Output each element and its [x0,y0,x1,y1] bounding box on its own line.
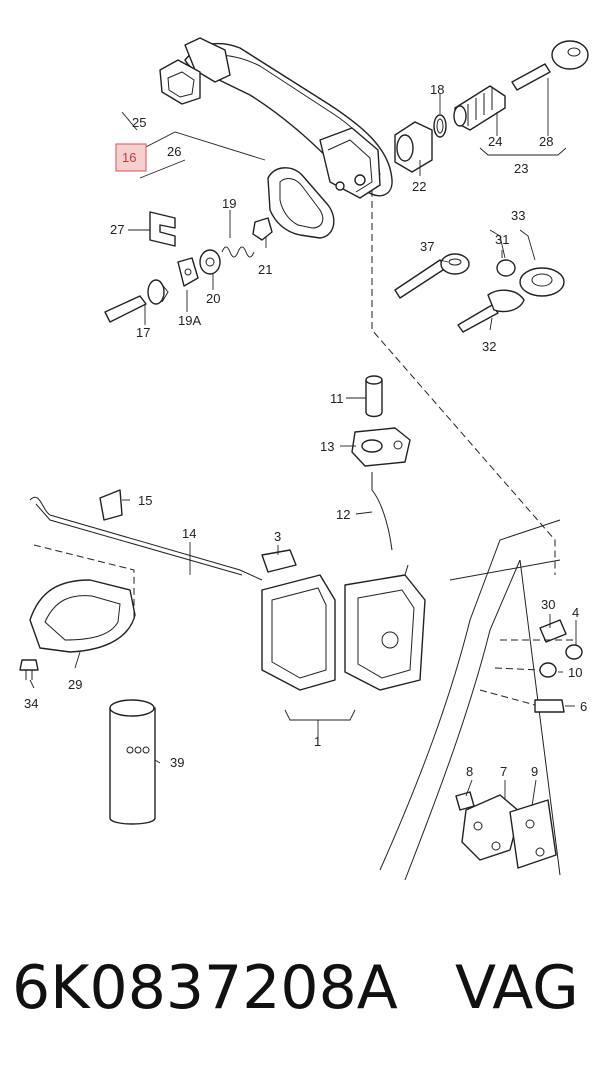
brand-label: VAG [455,953,579,1023]
callout-19a: 19A [178,313,201,328]
door-edge [379,519,561,881]
callout-3: 3 [274,529,281,544]
lock-cylinder-24 [453,85,506,131]
callout-10: 10 [568,665,582,680]
callout-28: 28 [539,134,553,149]
part-number: 6K0837208A [12,953,398,1023]
rod-12 [371,472,393,551]
callout-33: 33 [511,208,525,223]
lever-20 [199,249,221,275]
connector-3 [261,549,297,573]
handle-gasket [267,167,335,239]
seal-ring-18 [433,114,447,138]
lock-sleeve-22 [394,121,433,173]
callout-32: 32 [482,339,496,354]
callout-8: 8 [466,764,473,779]
shaft-17 [104,279,169,323]
callout-1: 1 [314,734,321,749]
disc-33 [519,267,565,297]
callout-13: 13 [320,439,334,454]
callout-21: 21 [258,262,272,277]
callout-6: 6 [580,699,587,714]
nut-4 [565,644,583,660]
callout-27: 27 [110,222,124,237]
retainer-19a [177,257,199,287]
callout-26: 26 [167,144,181,159]
callout-31: 31 [495,232,509,247]
cable-14 [29,496,263,581]
exploded-parts-diagram: 16 25 26 27 19 21 20 19A 17 18 24 28 23 … [19,37,589,881]
callout-34: 34 [24,696,38,711]
callout-29: 29 [68,677,82,692]
handle-cap [159,59,201,105]
callout-12: 12 [336,507,350,522]
callout-18: 18 [430,82,444,97]
cap-31 [496,259,516,277]
callout-16: 16 [122,150,136,165]
callout-14: 14 [182,526,196,541]
highlighted-callout-16-box [115,143,147,172]
key-32 [457,289,525,333]
striker-7 [461,794,521,861]
pin-11 [365,375,383,418]
clip-15 [99,489,123,521]
plate-9 [509,799,557,869]
clip-27 [149,211,176,247]
callout-17: 17 [136,325,150,340]
bolt-30 [539,619,567,643]
callout-24: 24 [488,134,502,149]
key-37 [394,253,470,299]
door-lock-assembly-1 [261,564,426,691]
cam-21 [252,217,273,241]
screw-8 [455,791,475,811]
callout-15: 15 [138,493,152,508]
housing-13 [351,427,411,467]
callout-11: 11 [330,391,344,406]
screw-34 [19,659,39,680]
callout-4: 4 [572,605,579,620]
bolt-6 [534,699,565,713]
spring-19 [221,246,255,258]
callout-20: 20 [206,291,220,306]
inner-handle-29 [29,579,136,653]
callout-23: 23 [514,161,528,176]
callout-25: 25 [132,115,146,130]
callout-30: 30 [541,597,555,612]
callout-39: 39 [170,755,184,770]
washer-10 [539,662,557,678]
callout-7: 7 [500,764,507,779]
callout-9: 9 [531,764,538,779]
callout-37: 37 [420,239,434,254]
grease-tube-39 [109,699,156,825]
key-28 [511,40,589,91]
callout-22: 22 [412,179,426,194]
callout-19: 19 [222,196,236,211]
